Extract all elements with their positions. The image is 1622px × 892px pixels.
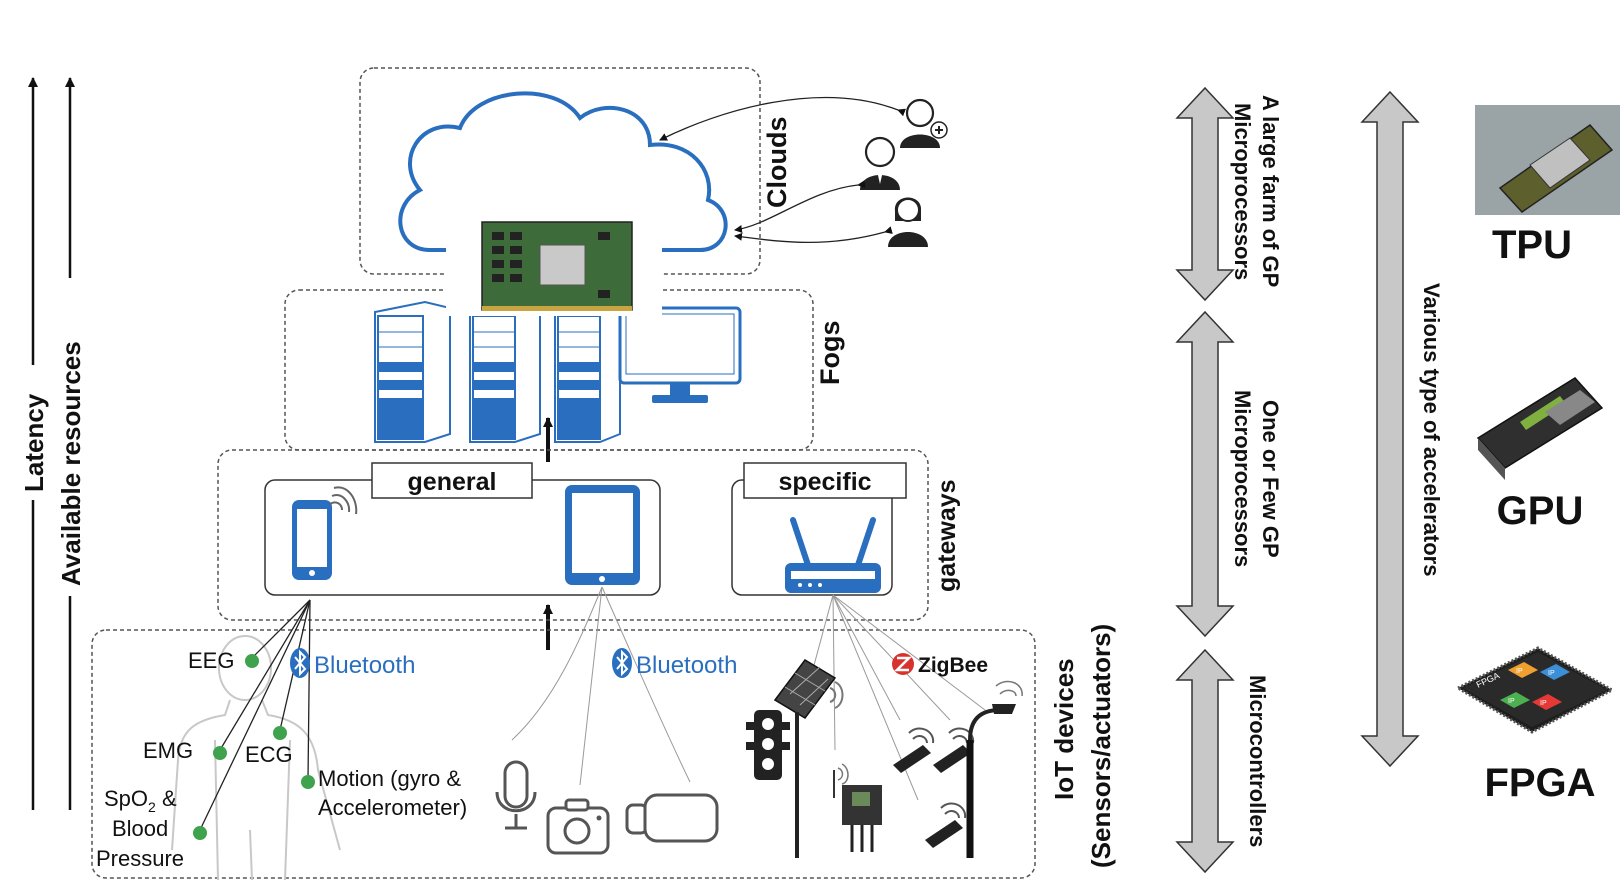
ip-block-label: IP [1540,700,1547,707]
motion-label-line2: Accelerometer) [318,795,467,820]
bluetooth-label-2: Bluetooth [636,652,737,679]
tpu-group: TPU [1475,105,1620,267]
user-link [734,180,866,233]
processor-column: A large farm of GP Microprocessors One o… [1175,86,1283,874]
accelerator-label: Various type of accelerators [1419,283,1444,576]
emg-sensor-dot [213,746,227,760]
user-link [734,226,893,244]
specific-label: specific [778,468,871,496]
iot-label-line1: IoT devices [1049,658,1079,800]
cloud-processor-line2: Microprocessors [1230,103,1255,280]
zigbee-label: ZigBee [918,654,988,677]
iot-label-line2: (Sensors/actuators) [1086,624,1116,868]
latency-label: Latency [19,393,49,492]
fog-processor-line1: One or Few GP [1258,400,1283,558]
cloud-processor-arrow [1175,86,1235,302]
fog-processor-arrow [1175,310,1235,638]
processor-board-icon [446,216,662,316]
cloud-icon [398,91,728,252]
tpu-icon [1475,105,1620,215]
user-icon [888,197,928,247]
gpu-group: GPU [1476,377,1604,533]
traffic-light-icon [746,710,790,780]
street-lamp-icon [966,680,1023,858]
general-label-box [371,462,533,499]
user-link [659,96,906,141]
iot-tier: IoT devices (Sensors/actuators) [91,586,1116,881]
left-axes: Latency Available resources [19,77,86,810]
tablet-icon [565,485,640,585]
iot-tier-box [91,629,1036,879]
monitor-icon [618,306,742,403]
server-icon [374,300,451,443]
spo2-label-line1: SpO2 & [104,786,177,815]
gpu-icon [1476,377,1604,480]
ecg-label: ECG [245,742,293,767]
smartphone-icon [292,486,358,580]
ip-block-label: IP [1548,670,1555,677]
accelerator-arrow [1360,90,1420,768]
motion-sensor-dot [301,775,315,789]
cloud-processor-line1: A large farm of GP [1258,95,1283,287]
bluetooth-label-1: Bluetooth [314,652,415,679]
microphone-icon [495,760,537,830]
gateway-tier: gateways general specific [217,449,961,621]
general-label: general [408,468,497,496]
sensor-node-icon [833,763,882,852]
specific-label-box [743,462,907,499]
fpga-label: FPGA [1484,761,1595,805]
human-body-outline [171,635,341,881]
fpga-chip-icon: FPGA IP IP IP IP [1454,646,1616,734]
phone-links [199,599,311,831]
eeg-label: EEG [188,648,234,673]
wireless-sensor-icon [925,802,967,848]
edge-processor-arrow [1175,648,1235,874]
server-icon [554,300,621,443]
wireless-sensor-icon [893,727,935,773]
bluetooth-logo-1: Bluetooth [290,648,415,679]
ip-block-label: IP [1516,668,1523,675]
user-icon [900,98,948,148]
accelerator-column: Various type of accelerators [1360,90,1444,768]
fpga-group: FPGA IP IP IP IP FPGA [1454,646,1616,805]
ip-block-label: IP [1508,698,1515,705]
server-icon [469,300,541,443]
ecg-sensor-dot [273,726,287,740]
gpu-label: GPU [1497,489,1584,533]
clouds-label: Clouds [762,117,792,209]
video-camera-icon [625,793,719,843]
spo2-label-line3: Pressure [96,846,184,871]
spo2-sensor-dot [193,826,207,840]
camera-icon [546,798,610,855]
tpu-label: TPU [1492,223,1572,267]
fog-processor-line2: Microprocessors [1230,390,1255,567]
user-icon [860,136,900,190]
tablet-links [511,586,691,786]
fogs-label: Fogs [815,321,845,386]
router-icon [785,517,881,593]
edge-processor-label: Microcontrollers [1245,675,1270,847]
gateways-label: gateways [933,479,961,592]
resources-label: Available resources [56,341,86,586]
motion-label-line1: Motion (gyro & [318,766,461,791]
bluetooth-logo-2: Bluetooth [612,648,737,679]
zigbee-logo: ZigBee [892,653,988,677]
users-group [659,96,948,247]
solar-panel-icon [773,659,844,858]
emg-label: EMG [143,738,193,763]
eeg-sensor-dot [245,654,259,668]
spo2-label-line2: Blood [112,816,168,841]
fog-tier: Fogs [284,216,845,451]
